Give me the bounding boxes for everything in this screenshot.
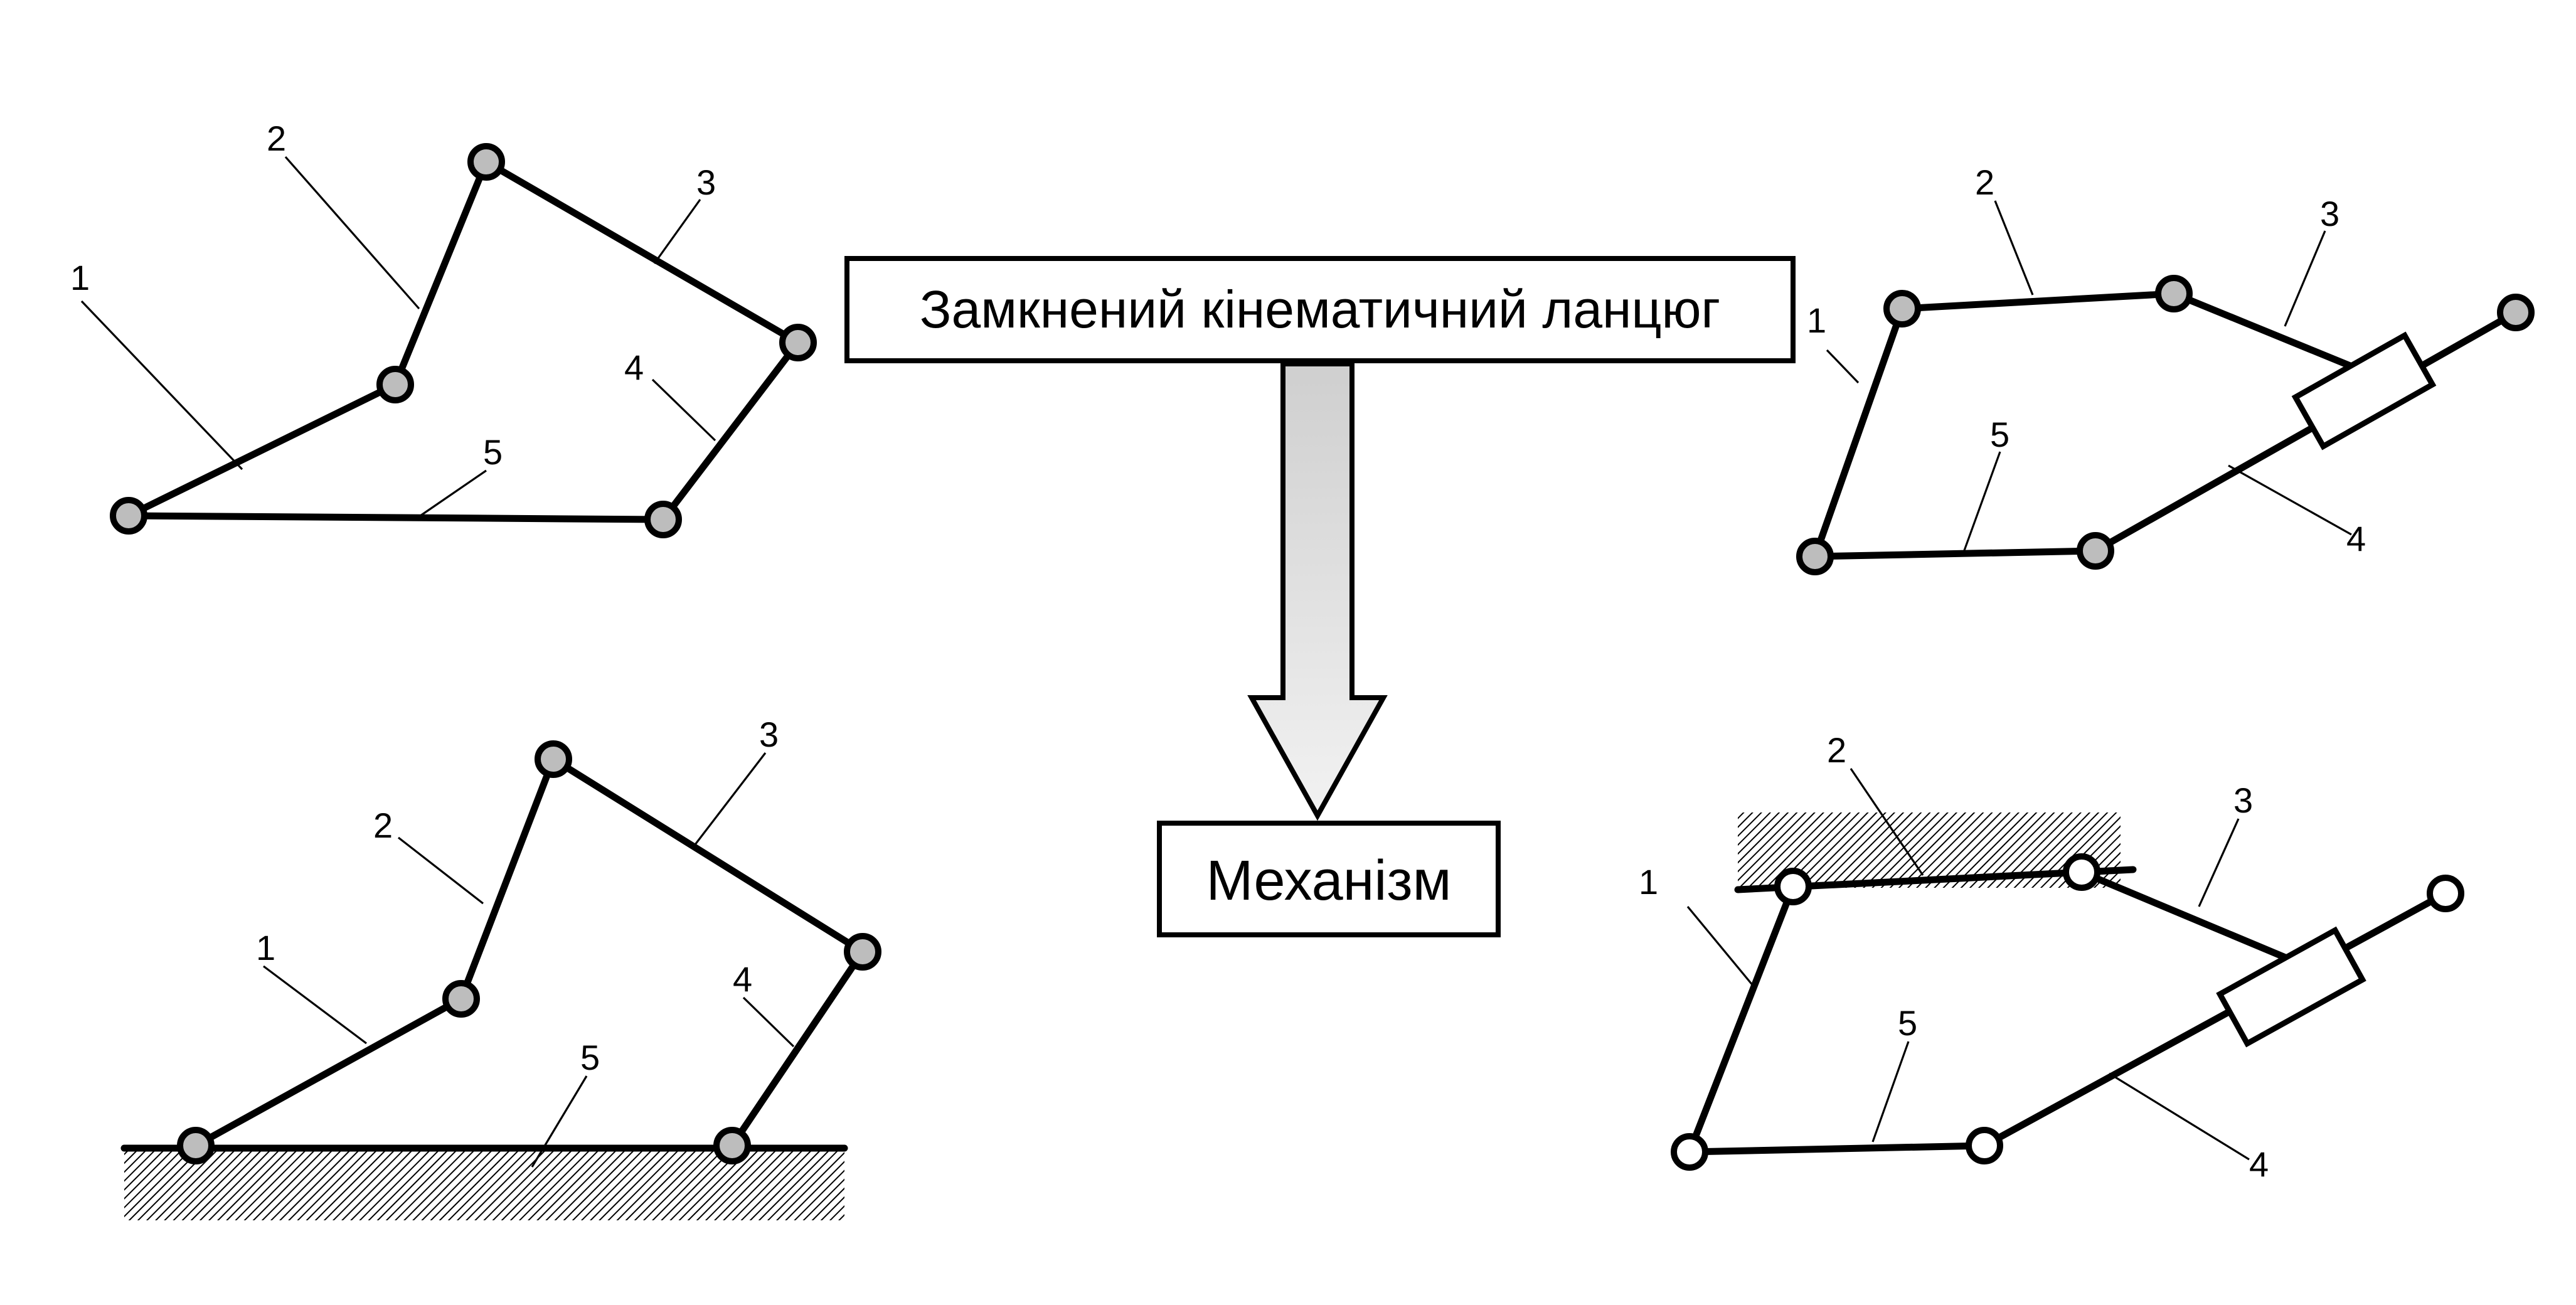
mechanism-bottom-left: 1 2 3 4 5 [120, 715, 881, 1220]
leader-3 [2284, 230, 2326, 327]
link-2 [391, 158, 490, 388]
link-4 [728, 948, 866, 1149]
joint [442, 980, 480, 1018]
leader-3 [653, 199, 701, 264]
leader-2 [1850, 768, 1924, 876]
center-flow: Замкнений кінематичний ланцюг Механізм [844, 256, 1796, 937]
link-number: 2 [1827, 730, 1846, 770]
joint [1883, 290, 1921, 328]
link-3 [2078, 868, 2295, 964]
link-5 [1686, 1142, 1988, 1156]
joint [2155, 275, 2193, 312]
link-5 [125, 512, 667, 523]
link-number: 4 [733, 959, 752, 999]
leader-2 [398, 836, 484, 905]
chain-box-label: Замкнений кінематичний ланцюг [920, 280, 1720, 339]
link-1 [1811, 305, 1906, 560]
leader-4 [651, 378, 716, 442]
link-4 [659, 339, 802, 523]
leader-2 [284, 156, 420, 310]
leader-5 [1871, 1041, 1910, 1143]
leader-1 [80, 300, 243, 471]
link-4-rod [2092, 309, 2520, 555]
joint [2077, 532, 2114, 570]
joint [779, 324, 817, 361]
joint [535, 740, 572, 778]
leader-5 [1962, 451, 2001, 553]
link-2 [1898, 290, 2178, 312]
link-number: 2 [267, 119, 286, 158]
link-number: 3 [696, 162, 716, 202]
link-4-rod [1981, 890, 2449, 1149]
link-3 [482, 158, 802, 346]
slider-block [2216, 926, 2366, 1048]
leader-5 [420, 469, 487, 517]
leader-4 [2109, 1072, 2250, 1161]
leader-1 [263, 965, 367, 1045]
leader-4 [742, 996, 795, 1048]
link-number: 1 [256, 928, 275, 967]
chain-box [844, 256, 1796, 363]
down-arrow [1247, 361, 1388, 821]
leader-2 [1994, 200, 2034, 296]
slider-block [2291, 331, 2437, 450]
link-1 [192, 995, 465, 1149]
joint [1774, 868, 1812, 905]
joint [2063, 853, 2100, 891]
link-number: 5 [483, 432, 503, 472]
joint [376, 366, 414, 403]
leader-5 [531, 1075, 588, 1168]
leader-3 [692, 752, 767, 848]
link-number: 5 [1898, 1003, 1917, 1043]
link-1 [1686, 883, 1797, 1156]
link-number: 3 [2320, 194, 2339, 233]
joint [844, 933, 881, 971]
leader-1 [1826, 349, 1860, 384]
joint [1671, 1133, 1708, 1171]
chain-top-left: 1 2 3 4 5 [70, 119, 817, 538]
joint [2427, 875, 2464, 912]
link-number: 4 [2249, 1144, 2269, 1184]
leader-4 [2228, 464, 2352, 536]
link-number: 4 [624, 348, 644, 387]
mechanism-bottom-right: 1 2 3 4 5 [1639, 730, 2464, 1184]
mechanism-box [1157, 821, 1501, 937]
link-number: 3 [759, 715, 779, 754]
link-3 [2170, 290, 2368, 375]
link-3 [550, 755, 866, 956]
leader-1 [1686, 905, 1755, 988]
link-5 [1811, 547, 2099, 560]
joint [713, 1127, 751, 1164]
joint [110, 497, 147, 535]
chain-top-right: 1 2 3 4 5 [1796, 162, 2535, 575]
link-number: 2 [373, 806, 393, 845]
link-number: 5 [580, 1038, 600, 1077]
link-1 [125, 381, 399, 519]
link-number: 5 [1990, 415, 2009, 454]
joint [467, 143, 505, 181]
joint [177, 1127, 215, 1164]
link-number: 1 [1639, 862, 1658, 902]
joint [1796, 538, 1834, 575]
leader-3 [2198, 818, 2240, 907]
joint [1966, 1127, 2003, 1164]
link-2 [457, 755, 557, 1003]
link-number: 1 [70, 258, 90, 297]
link-number: 1 [1807, 301, 1826, 340]
link-number: 2 [1975, 162, 1994, 202]
link-number: 4 [2346, 519, 2366, 558]
link-number: 3 [2233, 780, 2253, 820]
mechanism-box-label: Механізм [1206, 850, 1452, 912]
joint [2497, 294, 2535, 331]
joint [644, 501, 682, 538]
